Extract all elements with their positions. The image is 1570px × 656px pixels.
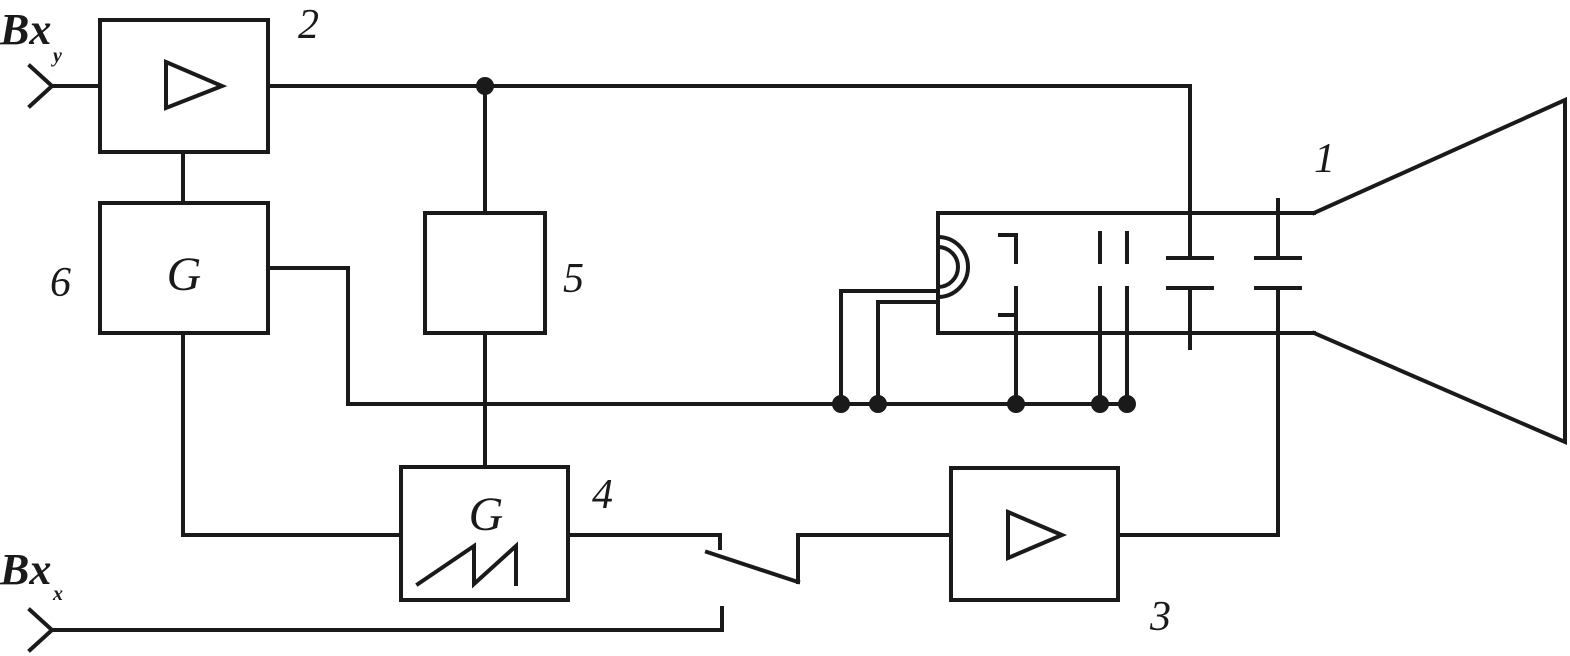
- input-y-connector: [27, 63, 55, 109]
- block-5: [423, 211, 547, 335]
- label-gen6: 6: [50, 260, 71, 306]
- junction-dot: [1118, 395, 1136, 413]
- gun-lead-outer: [839, 289, 940, 406]
- amplifier-y-block: [98, 18, 270, 154]
- amplifier-triangle-icon: [1006, 508, 1068, 562]
- generator-6-symbol: G: [167, 248, 202, 301]
- gun-lead-inner: [876, 300, 940, 406]
- label-sweep-gen: 4: [592, 472, 613, 518]
- crt-tube: [935, 96, 1567, 446]
- gen6-output-bus: [266, 266, 1130, 406]
- label-crt: 1: [1314, 136, 1335, 182]
- sweep-to-switch: [566, 533, 722, 550]
- amplifier-y-box: [98, 18, 270, 154]
- label-block5: 5: [563, 256, 584, 302]
- junction-dot: [832, 395, 850, 413]
- amplifier-triangle-icon: [164, 58, 228, 111]
- gen6-sweep-link: [181, 331, 403, 537]
- switch-to-amp3: [796, 533, 953, 584]
- label-amp-y: 2: [298, 2, 319, 48]
- electron-gun-outer: [935, 234, 970, 300]
- input-x-connector: [27, 607, 55, 653]
- crt-bulb: [1311, 96, 1567, 446]
- grid-electrode: [998, 233, 1018, 264]
- amplifier-x-block: [949, 466, 1120, 602]
- junction-dot: [869, 395, 887, 413]
- input-x-subscript: x: [52, 583, 63, 605]
- label-amp-x: 3: [1149, 594, 1171, 640]
- generator-6-box: [98, 201, 270, 335]
- input-y-label: Bx: [0, 5, 51, 54]
- block-5-box: [423, 211, 547, 335]
- junction-dot: [1091, 395, 1109, 413]
- labels: 1 2 3 4 5 6 Bx y Bx x: [0, 2, 1335, 640]
- electron-gun-icon: [935, 244, 960, 290]
- wires: [27, 63, 1302, 653]
- sawtooth-wave-icon: [415, 541, 518, 589]
- x-deflection-feed: [1116, 286, 1280, 537]
- amplifier-x-box: [949, 466, 1120, 602]
- switch-blade: [704, 549, 801, 585]
- input-y-subscript: y: [51, 45, 62, 67]
- generator-6-block: G: [98, 201, 270, 335]
- input-x-wire: [50, 606, 724, 632]
- junction-dot: [1007, 395, 1025, 413]
- junction-dot: [476, 77, 494, 95]
- sweep-generator-symbol: G: [469, 488, 504, 541]
- sweep-generator-block: G: [399, 465, 570, 602]
- junctions: [476, 77, 1136, 413]
- grid-electrode-lower: [998, 286, 1018, 317]
- input-x-label: Bx: [0, 545, 51, 594]
